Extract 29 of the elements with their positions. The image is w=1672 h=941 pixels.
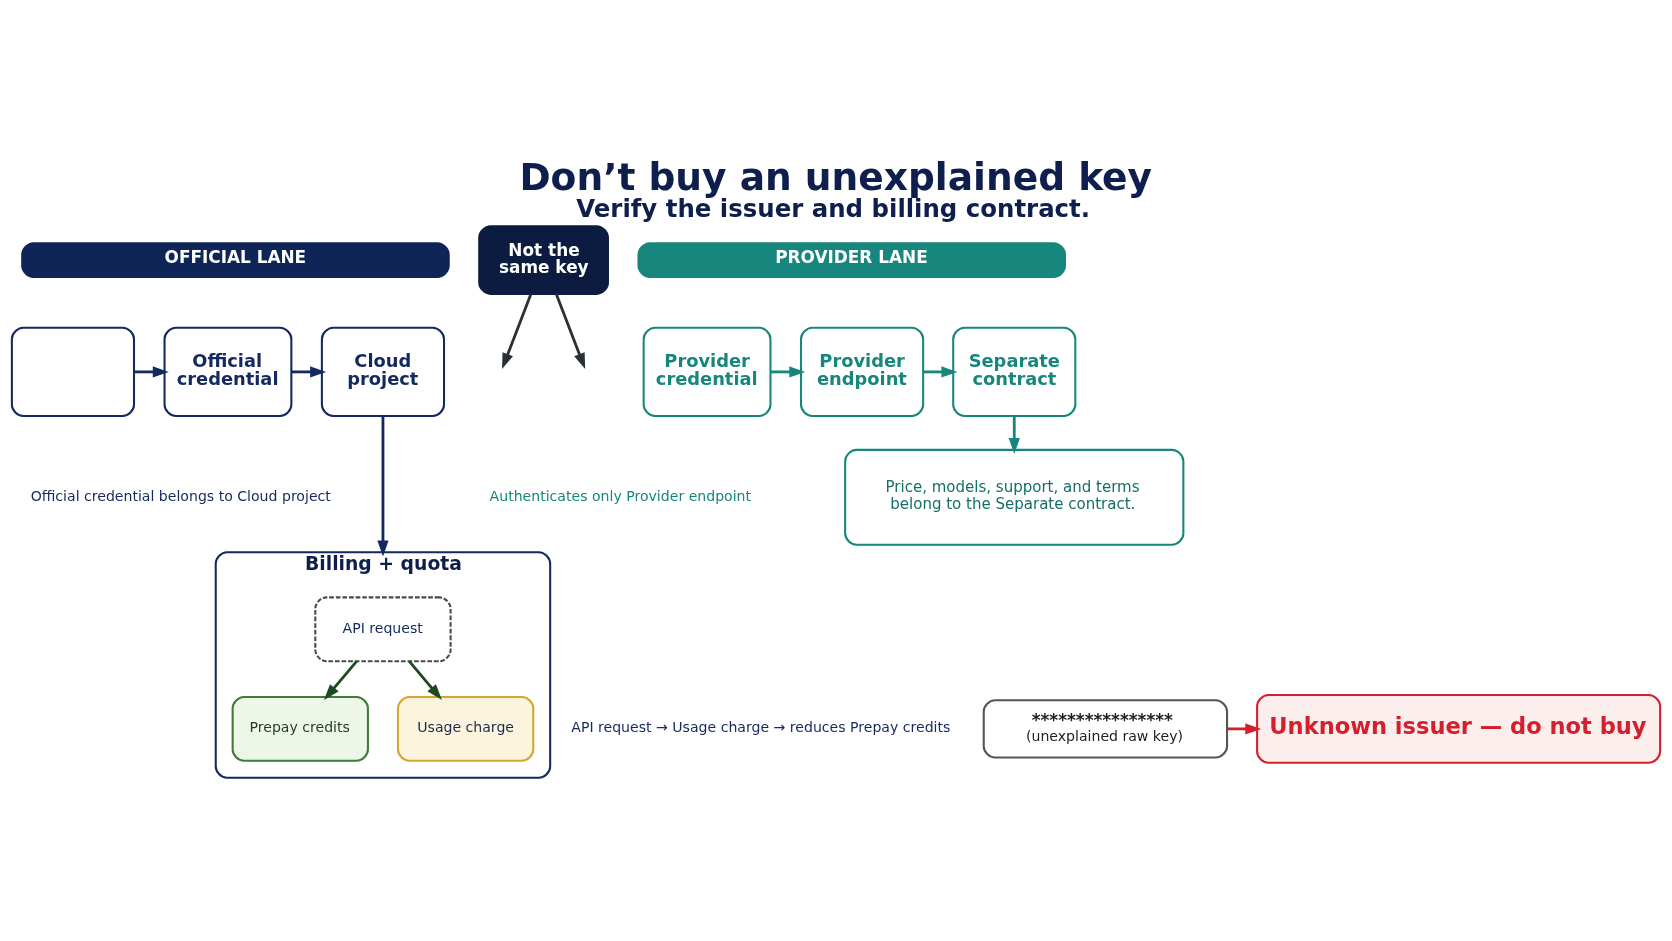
node-box: Price, models, support, and terms belong to the Separate contract.: [844, 448, 1185, 546]
node-box: Usage charge: [396, 695, 535, 762]
node-box: OFFICIAL LANE: [21, 241, 450, 278]
node-box: Cloud project: [320, 326, 446, 417]
node-box: **************** (unexplained raw key): [982, 698, 1229, 759]
arrow: [408, 660, 442, 700]
arrow: [554, 293, 586, 369]
arrow: [770, 365, 806, 377]
label: API request → Usage charge → reduces Prepay credits: [571, 718, 951, 735]
arrow: [1008, 415, 1020, 454]
label: Official credential belongs to Cloud project: [30, 487, 331, 504]
arrow: [291, 365, 327, 377]
node-box: Unknown issuer — do not buy: [1256, 693, 1662, 764]
node-box: Official credential: [163, 326, 293, 417]
node-box: Not the same key: [478, 224, 609, 295]
node-box: Prepay credits: [231, 695, 369, 762]
arrow: [134, 365, 169, 377]
label: Authenticates only Provider endpoint: [489, 487, 752, 504]
arrow: [1227, 722, 1262, 734]
arrow: [377, 415, 389, 557]
arrow: [323, 660, 358, 700]
node-box: [10, 326, 136, 417]
arrow: [502, 293, 533, 369]
node-box: Separate contract: [952, 326, 1077, 417]
node-box: Provider endpoint: [799, 326, 925, 417]
node-box: Provider credential: [642, 326, 772, 417]
node-box: PROVIDER LANE: [637, 241, 1067, 278]
node-box: API request: [314, 595, 452, 662]
arrow: [923, 365, 958, 377]
